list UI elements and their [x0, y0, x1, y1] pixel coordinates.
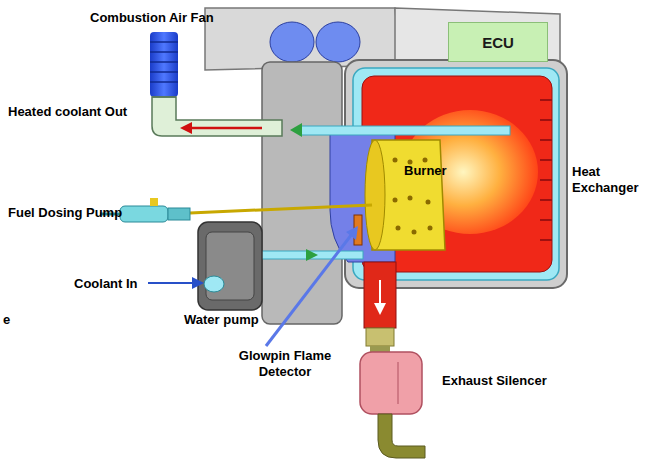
node-text: ECU	[482, 34, 514, 51]
part-label: Coolant In	[74, 276, 138, 292]
part-label: Water pump	[184, 312, 259, 328]
part-label: Combustion Air Fan	[90, 10, 214, 26]
part-label: Heat Exchanger	[572, 164, 652, 196]
ecu-box: ECU	[448, 22, 548, 62]
part-label: Glowpin Flame Detector	[230, 348, 340, 380]
cut-text: e	[3, 312, 10, 328]
part-label: Exhaust Silencer	[442, 373, 547, 389]
part-label: Burner	[404, 163, 447, 179]
part-label: Heated coolant Out	[8, 104, 127, 120]
part-label: Fuel Dosing Pump	[8, 205, 122, 221]
